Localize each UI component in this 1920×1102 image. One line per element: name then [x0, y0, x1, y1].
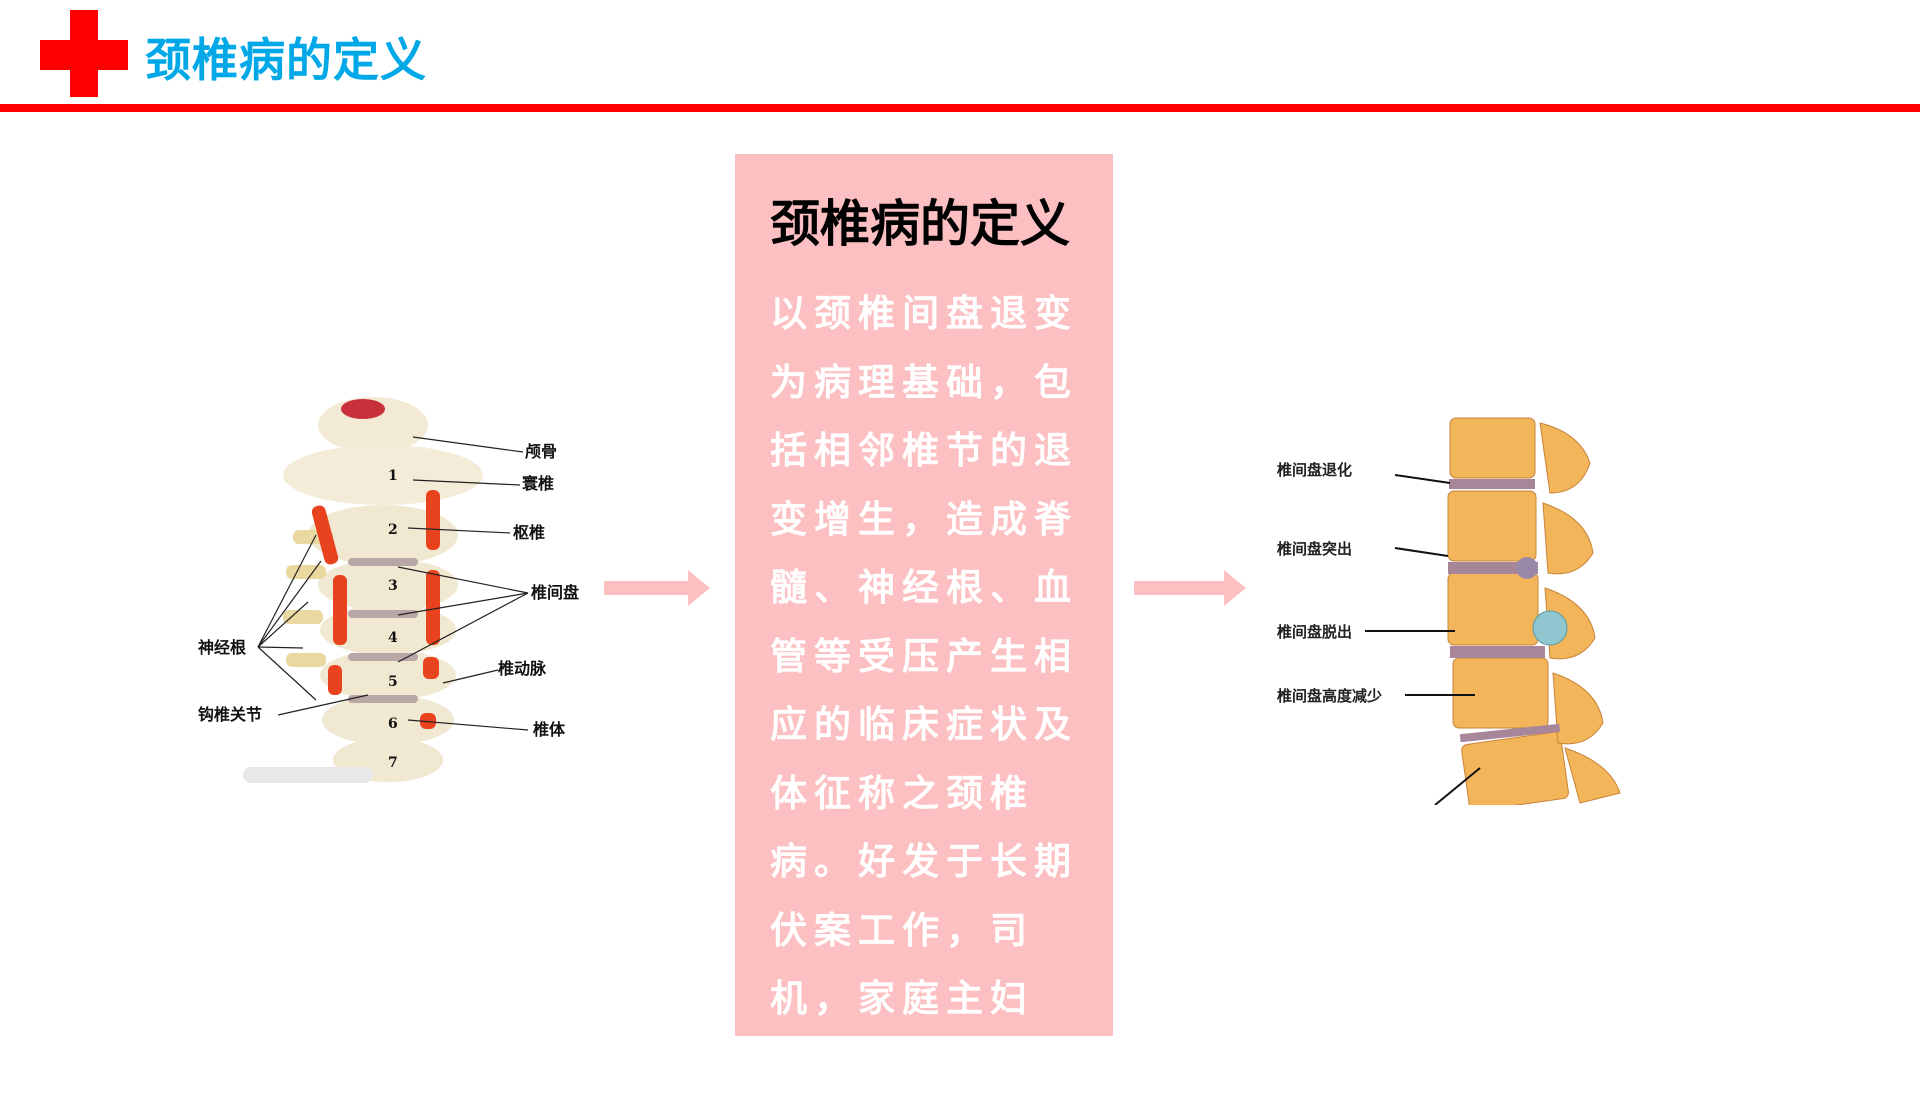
cervical-spine-image: 1 2 3 4 5 6 7 颅骨 寰椎 枢椎 椎间盘 神经根 椎动脉 钩椎关节 … — [198, 395, 588, 783]
lumbar-spine-image: 椎间盘退化 椎间盘突出 椎间盘脱出 椎间盘高度减少 — [1265, 413, 1660, 805]
header-divider — [0, 104, 1920, 112]
vertebra-number: 2 — [388, 522, 398, 538]
label-uncovertebral: 钩椎关节 — [198, 705, 262, 724]
label-vertebral-body: 椎体 — [533, 720, 566, 739]
vertebra-number: 3 — [388, 578, 398, 594]
arrow-right-icon — [604, 570, 710, 606]
vertebra-number: 4 — [388, 630, 398, 646]
vertebra-number: 5 — [388, 674, 398, 690]
card-body: 以颈椎间盘退变为病理基础，包括相邻椎节的退变增生，造成脊髓、神经根、血管等受压产… — [770, 292, 1078, 1089]
label-disc-degeneration: 椎间盘退化 — [1277, 461, 1352, 479]
arrow-right-icon — [1134, 570, 1246, 606]
label-atlas: 寰椎 — [521, 474, 554, 493]
definition-card: 颈椎病的定义 以颈椎间盘退变为病理基础，包括相邻椎节的退变增生，造成脊髓、神经根… — [735, 154, 1113, 1089]
label-axis: 枢椎 — [513, 523, 545, 542]
label-disc: 椎间盘 — [531, 583, 579, 602]
page-title: 颈椎病的定义 — [145, 33, 427, 87]
label-disc-protrusion: 椎间盘突出 — [1277, 540, 1352, 558]
label-disc-height-loss: 椎间盘高度减少 — [1277, 687, 1382, 705]
red-cross-icon-bar — [40, 40, 128, 70]
vertebra-number: 6 — [388, 716, 398, 732]
label-disc-extrusion: 椎间盘脱出 — [1277, 623, 1352, 641]
label-occipital: 颅骨 — [525, 442, 557, 461]
vertebra-number: 1 — [388, 468, 398, 484]
card-title: 颈椎病的定义 — [770, 195, 1070, 253]
label-nerve-root: 神经根 — [198, 638, 246, 657]
label-artery: 椎动脉 — [498, 659, 547, 678]
vertebra-number: 7 — [388, 755, 398, 771]
